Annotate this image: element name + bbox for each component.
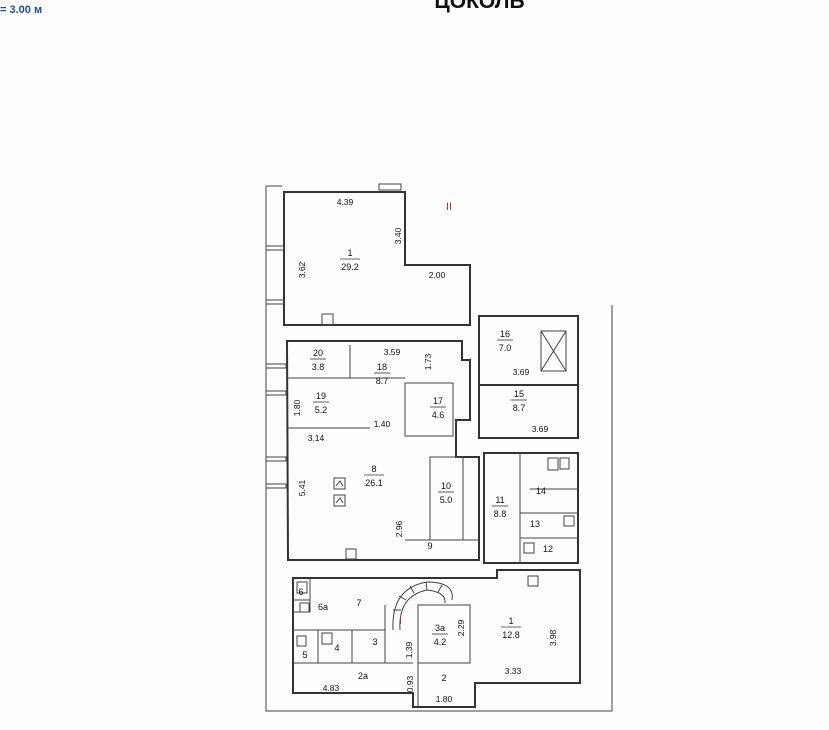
dimension-label: 3.33 [505, 666, 522, 676]
window-marks [265, 183, 402, 489]
room-number: 16 [500, 329, 510, 339]
room-area: 4.2 [434, 637, 447, 647]
dimension-label: 4.83 [323, 683, 340, 693]
room-area: 12.8 [502, 630, 520, 640]
dimension-label: 2.96 [394, 520, 404, 537]
room-number: 4 [334, 643, 339, 653]
floor-title: ЦОКОЛЬ [434, 0, 525, 13]
dimension-label: 3.62 [297, 261, 307, 278]
dimension-label: 1.40 [374, 419, 391, 429]
radiator-icon [333, 477, 346, 507]
dimension-label: 1.39 [404, 641, 414, 658]
section-label-1: I [399, 615, 402, 627]
room-number: 13 [530, 519, 540, 529]
room-number: 6 [298, 587, 303, 597]
dimension-label: 5.41 [297, 479, 307, 496]
room-number: 8 [371, 464, 376, 474]
room-area: 7.0 [499, 343, 512, 353]
room-number: 1 [508, 616, 513, 626]
room-number: 3 [372, 637, 377, 647]
room-number: 12 [543, 544, 553, 554]
room-number: 18 [377, 362, 387, 372]
dimension-label: 0.93 [405, 675, 415, 692]
room-area: 4.6 [432, 410, 445, 420]
room-area: 29.2 [341, 262, 359, 272]
elevator-shaft-icon [540, 330, 567, 372]
dimension-labels: 4.39 3.40 3.62 2.00 3.59 1.73 3.69 3.69 … [292, 197, 558, 704]
room-number: 2а [358, 671, 368, 681]
dimension-label: 2.29 [456, 619, 466, 636]
dimension-label: 3.69 [532, 424, 549, 434]
room-number: 10 [441, 481, 451, 491]
room-number: 7 [356, 598, 361, 608]
dimension-label: 1.80 [436, 694, 453, 704]
dimension-label: 3.69 [513, 367, 530, 377]
spiral-stair-icon [392, 581, 453, 631]
room-area: 3.8 [312, 362, 325, 372]
room-area: 8.8 [494, 509, 507, 519]
dimension-label: 1.80 [292, 399, 302, 416]
dimension-label: 4.39 [337, 197, 354, 207]
dimension-label: 3.14 [308, 433, 325, 443]
ceiling-height-note: = 3.00 м [0, 4, 43, 16]
dimension-label: 3.59 [384, 347, 401, 357]
dimension-label: 2.00 [429, 270, 446, 280]
room-number: 6а [318, 602, 328, 612]
outer-boundary [265, 185, 613, 712]
room-area: 26.1 [365, 478, 383, 488]
room-number: 11 [495, 495, 504, 505]
toilet-icon [296, 457, 575, 647]
room-number: 15 [514, 389, 524, 399]
room-number: 3а [435, 623, 445, 633]
room-area: 5.0 [440, 495, 453, 505]
room-area: 5.2 [315, 405, 328, 415]
room-labels: 1 29.2 20 3.8 18 8.7 19 5.2 17 4.6 16 7.… [298, 248, 553, 683]
equipment-marks [321, 313, 539, 587]
room-number: 19 [316, 391, 326, 401]
room-number: 20 [313, 348, 323, 358]
section-label-2: II [446, 201, 452, 213]
dimension-label: 3.40 [393, 227, 403, 244]
dimension-label: 1.73 [423, 353, 433, 370]
room-number: 9 [427, 541, 432, 551]
room-number: 17 [433, 396, 443, 406]
room-area: 8.7 [376, 376, 389, 386]
room-number: 2 [441, 673, 446, 683]
room-number: 1 [347, 248, 352, 258]
dimension-label: 3.98 [548, 629, 558, 646]
interior-partitions [287, 345, 578, 707]
room-number: 14 [536, 486, 546, 496]
room-area: 8.7 [513, 403, 526, 413]
room-number: 5 [302, 650, 307, 660]
exterior-walls [283, 191, 581, 708]
